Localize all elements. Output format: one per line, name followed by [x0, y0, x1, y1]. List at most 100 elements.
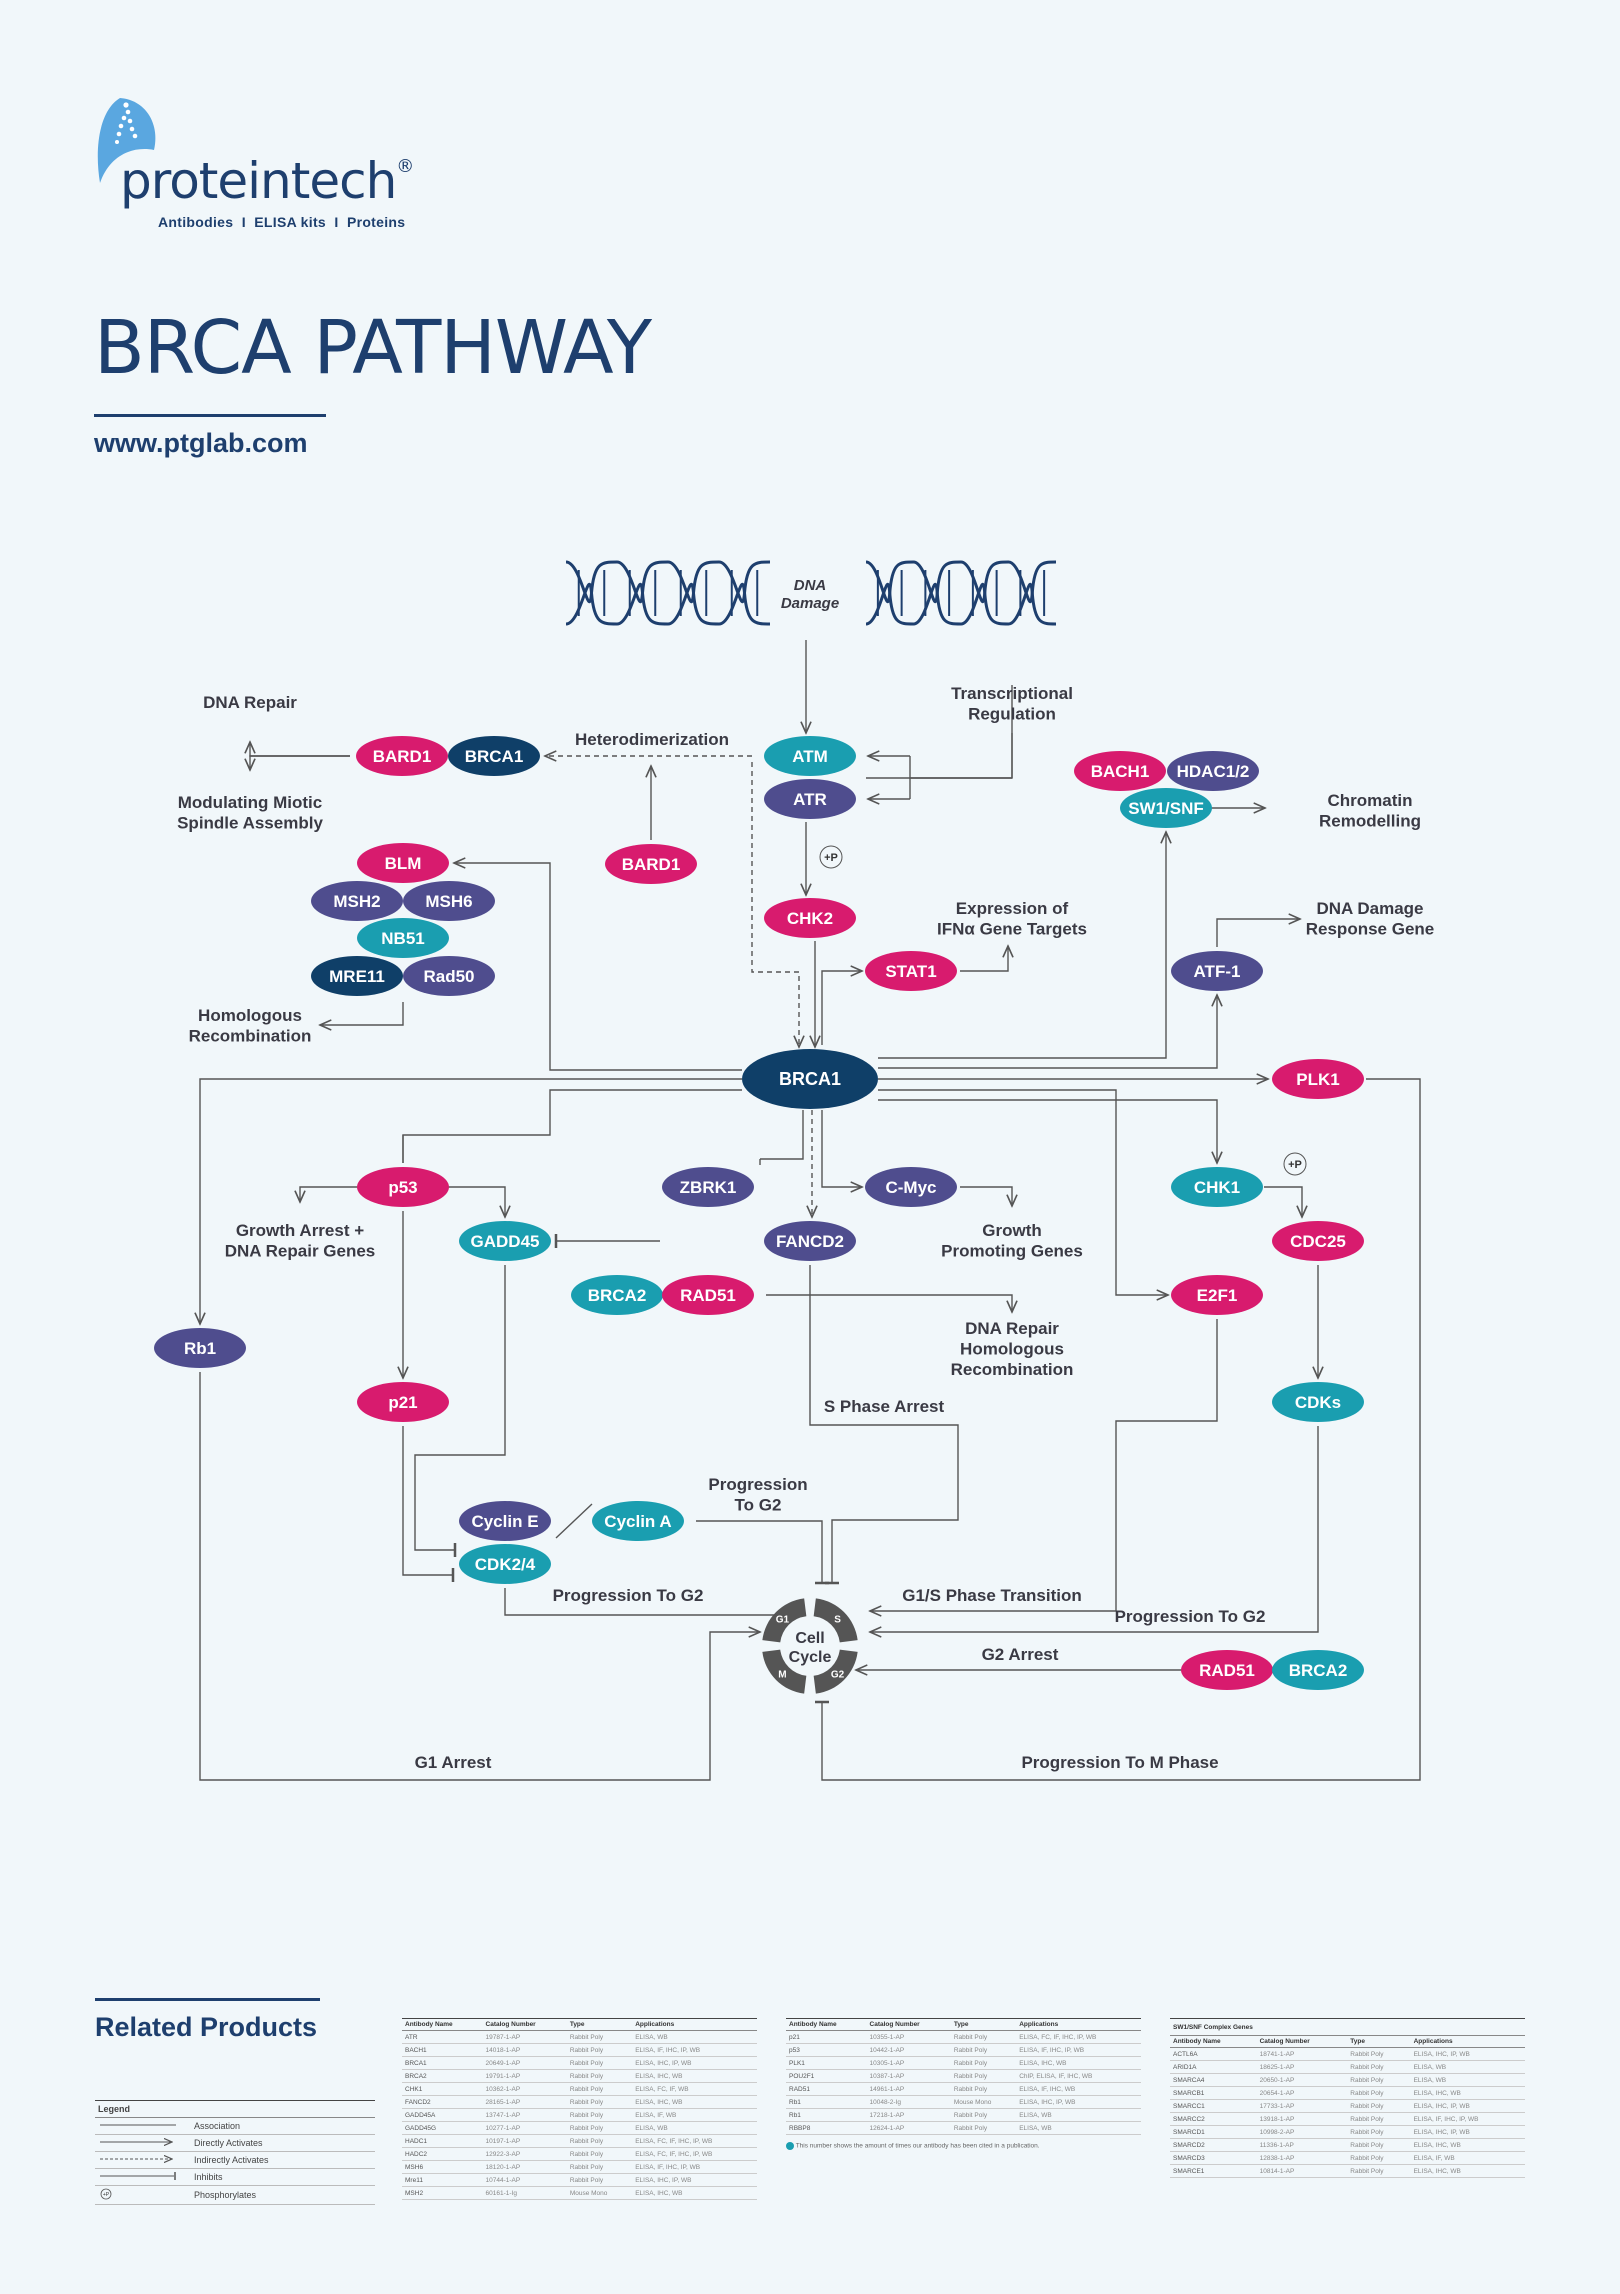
node-rb1[interactable]: Rb1 [154, 1328, 246, 1368]
node-brca1-main[interactable]: BRCA1 [742, 1049, 878, 1109]
table-cell: 10048-2-Ig [866, 2095, 951, 2109]
table-cell: ELISA, WB [1016, 2108, 1141, 2122]
node-plk1[interactable]: PLK1 [1272, 1059, 1364, 1099]
node-hdac[interactable]: HDAC1/2 [1167, 751, 1259, 791]
table-cell: Mre11 [402, 2173, 483, 2187]
node-swisnf[interactable]: SW1/SNF [1120, 788, 1212, 828]
node-cycline[interactable]: Cyclin E [459, 1501, 551, 1541]
table-cell: ELISA, IHC, WB [632, 2186, 757, 2200]
node-e2f1[interactable]: E2F1 [1171, 1275, 1263, 1315]
svg-text:NB51: NB51 [381, 929, 424, 948]
table-cell: 10197-1-AP [482, 2134, 567, 2148]
node-nbs1[interactable]: NB51 [357, 918, 449, 958]
node-stat1[interactable]: STAT1 [865, 951, 957, 991]
table-cell: Rabbit Poly [1347, 2151, 1411, 2165]
node-mre11[interactable]: MRE11 [311, 956, 403, 996]
table-cell: FANCD2 [402, 2095, 483, 2109]
node-msh6[interactable]: MSH6 [403, 881, 495, 921]
svg-text:Rb1: Rb1 [184, 1339, 216, 1358]
table-cell: 18741-1-AP [1256, 2047, 1348, 2061]
column-header: Type [566, 2018, 633, 2031]
table-cell: Rabbit Poly [566, 2173, 633, 2187]
node-chk1[interactable]: CHK1 [1171, 1167, 1263, 1207]
website-link[interactable]: www.ptglab.com [94, 428, 308, 458]
svg-text:PLK1: PLK1 [1296, 1070, 1339, 1089]
node-chk2[interactable]: CHK2 [764, 898, 856, 938]
node-atm[interactable]: ATM [764, 736, 856, 776]
edge-23 [200, 1078, 742, 1324]
table-cell: 13918-1-AP [1256, 2112, 1348, 2126]
node-zbrk1[interactable]: ZBRK1 [662, 1167, 754, 1207]
node-atf1[interactable]: ATF-1 [1171, 951, 1263, 991]
table-cell: ELISA, IHC, IP, WB [632, 2056, 757, 2070]
column-header: Antibody Name [786, 2018, 867, 2031]
node-p53[interactable]: p53 [357, 1167, 449, 1207]
node-blm[interactable]: BLM [357, 843, 449, 883]
node-cmyc[interactable]: C-Myc [865, 1167, 957, 1207]
node-msh2[interactable]: MSH2 [311, 881, 403, 921]
node-brca2-mid[interactable]: BRCA2 [571, 1275, 663, 1315]
node-bard1-top[interactable]: BARD1 [356, 736, 448, 776]
node-p21[interactable]: p21 [357, 1382, 449, 1422]
brand-tagline: Antibodies I ELISA kits I Proteins [158, 214, 406, 230]
node-bard1-mid[interactable]: BARD1 [605, 844, 697, 884]
svg-text:MSH6: MSH6 [425, 892, 472, 911]
table-cell: BACH1 [402, 2043, 483, 2057]
node-cyclina[interactable]: Cyclin A [592, 1501, 684, 1541]
edge-35 [878, 1089, 1168, 1295]
node-cdks[interactable]: CDKs [1272, 1382, 1364, 1422]
legend-row: Association [95, 2117, 375, 2135]
title-divider [94, 414, 326, 417]
svg-text:+P: +P [103, 2192, 110, 2198]
node-fancd2[interactable]: FANCD2 [764, 1221, 856, 1261]
svg-text:RAD51: RAD51 [1199, 1661, 1255, 1680]
node-gadd45[interactable]: GADD45 [459, 1221, 551, 1261]
node-rad51-mid[interactable]: RAD51 [662, 1275, 754, 1315]
edge-48 [199, 1372, 760, 1781]
node-bach1[interactable]: BACH1 [1074, 751, 1166, 791]
node-cdk24[interactable]: CDK2/4 [459, 1544, 551, 1584]
node-brca1-top[interactable]: BRCA1 [448, 736, 540, 776]
node-brca2-bot[interactable]: BRCA2 [1272, 1650, 1364, 1690]
node-atr[interactable]: ATR [764, 779, 856, 819]
node-rad50[interactable]: Rad50 [403, 956, 495, 996]
table-cell: Rabbit Poly [566, 2069, 633, 2083]
node-rad51-bot[interactable]: RAD51 [1181, 1650, 1273, 1690]
node-cdc25[interactable]: CDC25 [1272, 1221, 1364, 1261]
